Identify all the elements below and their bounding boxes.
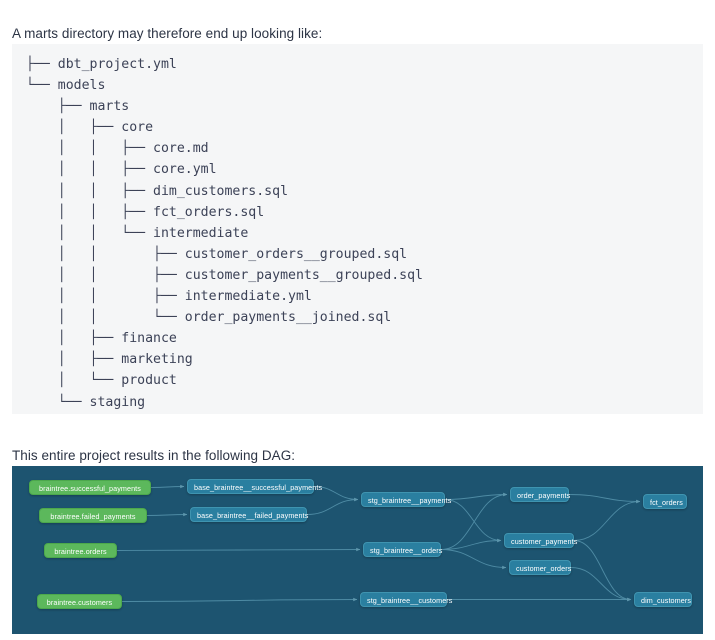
dag-edge-stg-braintree-orders-to-order-payments xyxy=(440,492,508,550)
dag-node-braintree-orders[interactable]: braintree.orders xyxy=(44,543,117,558)
directory-tree-text: ├── dbt_project.yml └── models ├── marts… xyxy=(26,57,423,410)
dag-node-stg-braintree-payments[interactable]: stg_braintree__payments xyxy=(361,492,451,507)
dag-edge-braintree-customers-to-stg-braintree-customers xyxy=(121,597,358,602)
dag-node-braintree-customers[interactable]: braintree.customers xyxy=(37,594,122,609)
dag-edge-stg-braintree-payments-to-order-payments xyxy=(444,492,508,500)
dag-edge-braintree-successful-payments-to-base-braintree-successful-payments xyxy=(150,484,185,489)
dag-edge-layer xyxy=(116,484,641,602)
dag-diagram[interactable]: braintree.successful_payments braintree.f… xyxy=(12,466,703,634)
dag-edge-braintree-orders-to-stg-braintree-orders xyxy=(116,547,361,552)
dag-edge-base-braintree-failed-payments-to-stg-braintree-payments xyxy=(306,497,359,515)
dag-node-customer-payments[interactable]: customer_payments xyxy=(504,533,577,548)
dag-edge-customer-payments-to-fct-orders xyxy=(573,499,641,541)
dag-node-braintree-failed-payments[interactable]: braintree.failed_payments xyxy=(39,508,147,523)
dag-edge-customer-payments-to-dim-customers xyxy=(573,540,632,602)
intro-paragraph: A marts directory may therefore end up l… xyxy=(12,25,323,41)
dag-edge-order-payments-to-fct-orders xyxy=(568,494,641,504)
dag-node-base-braintree-successful-payments[interactable]: base_braintree__successful_payments xyxy=(187,479,322,494)
dag-edge-stg-braintree-orders-to-customer-orders xyxy=(440,549,507,570)
dag-node-customer-orders[interactable]: customer_orders xyxy=(509,560,571,575)
dag-node-dim-customers[interactable]: dim_customers xyxy=(634,592,692,607)
dag-paragraph: This entire project results in the follo… xyxy=(12,447,296,463)
dag-edge-stg-braintree-payments-to-customer-payments xyxy=(444,499,502,543)
dag-node-order-payments[interactable]: order_payments xyxy=(510,487,570,502)
dag-edge-stg-braintree-orders-to-customer-payments xyxy=(440,538,502,550)
dag-edge-braintree-failed-payments-to-base-braintree-failed-payments xyxy=(146,512,188,517)
dag-node-stg-braintree-orders[interactable]: stg_braintree__orders xyxy=(363,542,442,557)
dag-node-braintree-successful-payments[interactable]: braintree.successful_payments xyxy=(29,480,151,495)
dag-edge-customer-orders-to-dim-customers xyxy=(570,567,632,602)
dag-node-fct-orders[interactable]: fct_orders xyxy=(643,494,687,509)
dag-node-stg-braintree-customers[interactable]: stg_braintree__customers xyxy=(360,592,452,607)
dag-node-base-braintree-failed-payments[interactable]: base_braintree__failed_payments xyxy=(190,507,308,522)
directory-tree-code-block: ├── dbt_project.yml └── models ├── marts… xyxy=(12,44,703,414)
dag-edge-base-braintree-successful-payments-to-stg-braintree-payments xyxy=(313,486,359,502)
